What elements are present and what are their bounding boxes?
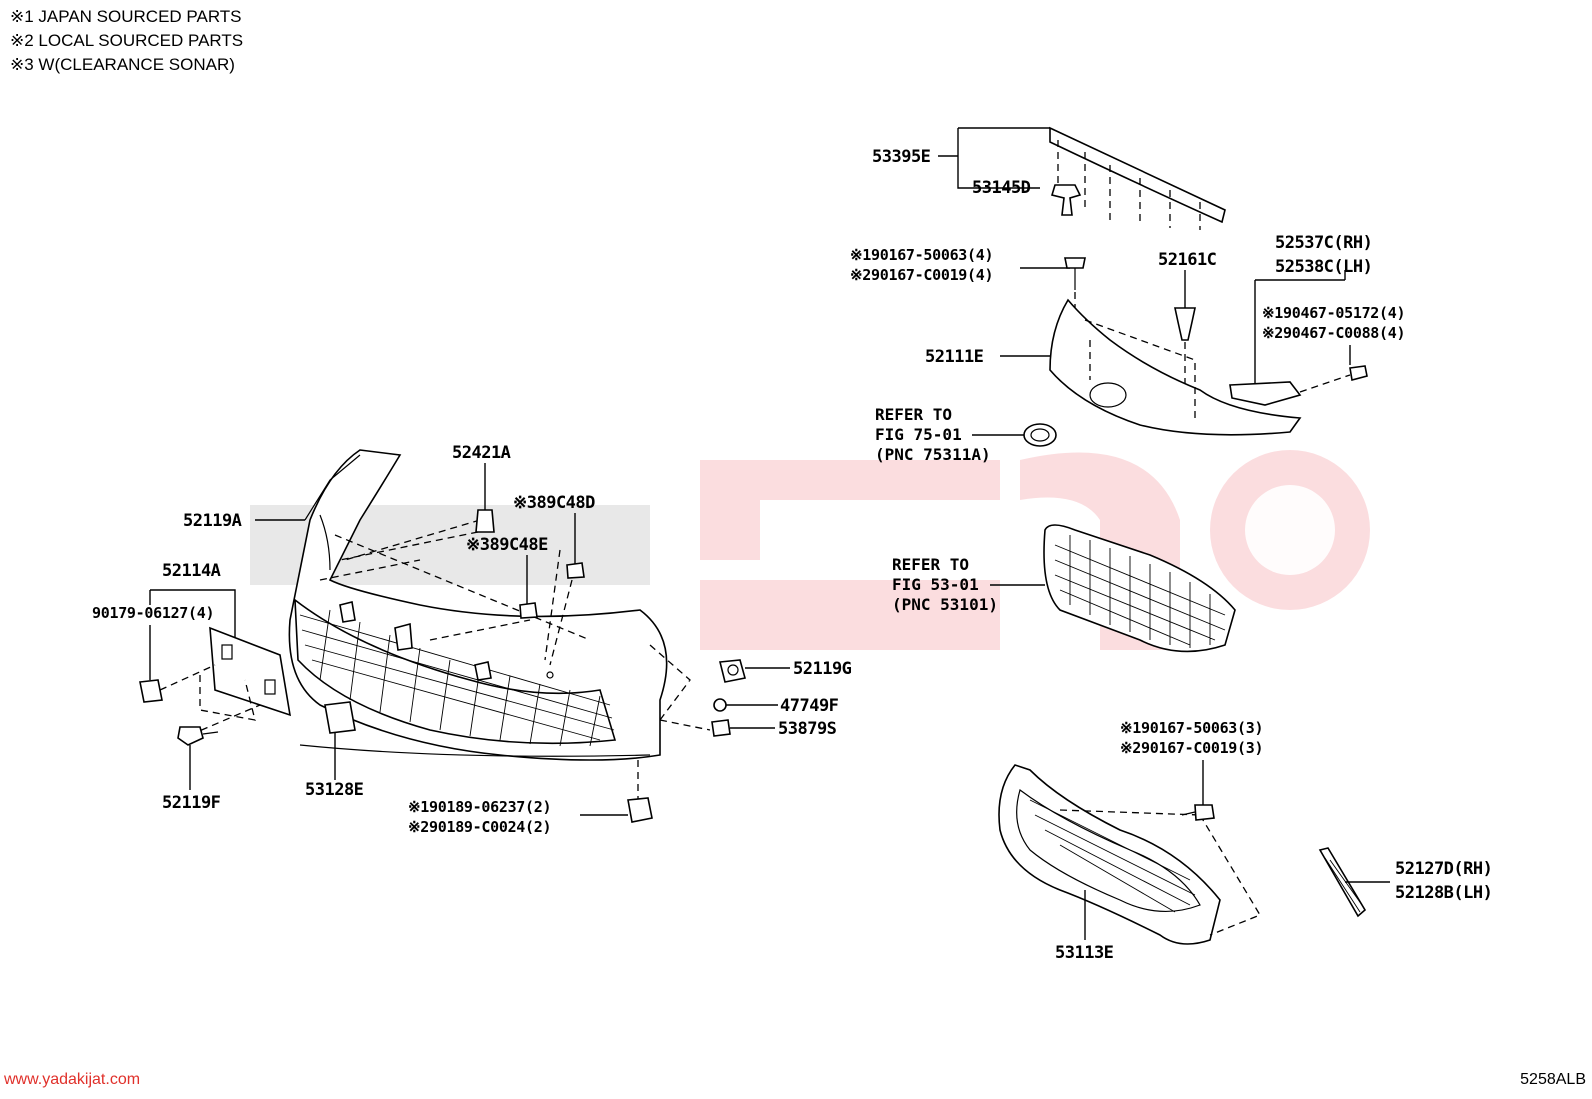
notes-legend: ※1 JAPAN SOURCED PARTS ※2 LOCAL SOURCED … (10, 7, 243, 74)
label-90167-50063-4[interactable]: ※190167-50063(4) (850, 246, 994, 264)
figure-code: 5258ALB (1520, 1071, 1586, 1088)
nut-90467 (1349, 365, 1368, 381)
website-link[interactable]: www.yadakijat.com (4, 1071, 141, 1088)
label-90467-05172[interactable]: ※190467-05172(4) (1262, 304, 1406, 322)
label-52111E[interactable]: 52111E (925, 347, 984, 367)
ref-75-line3[interactable]: (PNC 75311A) (875, 445, 991, 464)
note-japan-sourced: ※1 JAPAN SOURCED PARTS (10, 7, 242, 26)
sensor-89C48E (519, 555, 538, 619)
ref-75-line1[interactable]: REFER TO (875, 405, 952, 424)
label-52127D[interactable]: 52127D(RH) (1395, 859, 1493, 879)
label-90189-C0024[interactable]: ※290189-C0024(2) (408, 818, 552, 836)
label-89C48D[interactable]: ※389C48D (513, 493, 596, 513)
label-53395E[interactable]: 53395E (872, 147, 931, 167)
clip-53145D (1050, 184, 1082, 216)
label-52128B[interactable]: 52128B(LH) (1395, 883, 1493, 903)
label-90167-C0019-3[interactable]: ※290167-C0019(3) (1120, 739, 1264, 757)
label-52538C[interactable]: 52538C(LH) (1275, 257, 1373, 277)
radiator-grille-ref (990, 524, 1236, 653)
emblem-ref (972, 423, 1057, 447)
sensor-89C48D (549, 513, 585, 666)
label-52421A[interactable]: 52421A (452, 443, 511, 463)
label-90167-C0019-4[interactable]: ※290167-C0019(4) (850, 266, 994, 284)
clip-90189 (580, 760, 653, 823)
clip-52161C (1174, 270, 1196, 390)
ref-53-line3[interactable]: (PNC 53101) (892, 595, 998, 614)
clip-52421A (339, 463, 495, 561)
label-52537C[interactable]: 52537C(RH) (1275, 233, 1373, 253)
upper-molding-53395E (938, 126, 1226, 230)
label-53145D[interactable]: 53145D (972, 178, 1031, 198)
label-52114A[interactable]: 52114A (162, 561, 221, 581)
label-53113E[interactable]: 53113E (1055, 943, 1114, 963)
screw-53879S (711, 719, 775, 737)
clip-52119G (718, 659, 790, 683)
cap-53128E (324, 701, 356, 780)
ref-75-line2[interactable]: FIG 75-01 (875, 425, 962, 444)
nut-47749F (713, 698, 778, 712)
note-clearance-sonar: ※3 W(CLEARANCE SONAR) (10, 55, 235, 74)
grille-frame-53113E (998, 764, 1261, 945)
label-89C48E[interactable]: ※389C48E (466, 535, 549, 555)
label-53879S[interactable]: 53879S (778, 719, 837, 739)
label-90179-06127[interactable]: 90179-06127(4) (92, 604, 215, 622)
license-bracket-52114A (139, 589, 292, 736)
label-90467-C0088[interactable]: ※290467-C0088(4) (1262, 324, 1406, 342)
screw-52119F (177, 726, 219, 790)
label-47749F[interactable]: 47749F (780, 696, 839, 716)
label-52119A[interactable]: 52119A (183, 511, 242, 531)
note-local-sourced: ※2 LOCAL SOURCED PARTS (10, 31, 243, 50)
bumper-cover-52119A (255, 449, 711, 761)
screw-90167-3 (1181, 760, 1215, 821)
cover-52111E (1000, 298, 1302, 436)
label-52161C[interactable]: 52161C (1158, 250, 1217, 270)
ref-53-line2[interactable]: FIG 53-01 (892, 575, 979, 594)
label-52119F[interactable]: 52119F (162, 793, 221, 813)
bracket-52537C (1229, 270, 1368, 406)
clip-90179 (139, 679, 163, 703)
label-90167-50063-3[interactable]: ※190167-50063(3) (1120, 719, 1264, 737)
label-90189-06237[interactable]: ※190189-06237(2) (408, 798, 552, 816)
label-53128E[interactable]: 53128E (305, 780, 364, 800)
ref-53-line1[interactable]: REFER TO (892, 555, 969, 574)
molding-52127D (1318, 847, 1390, 918)
label-52119G[interactable]: 52119G (793, 659, 852, 679)
